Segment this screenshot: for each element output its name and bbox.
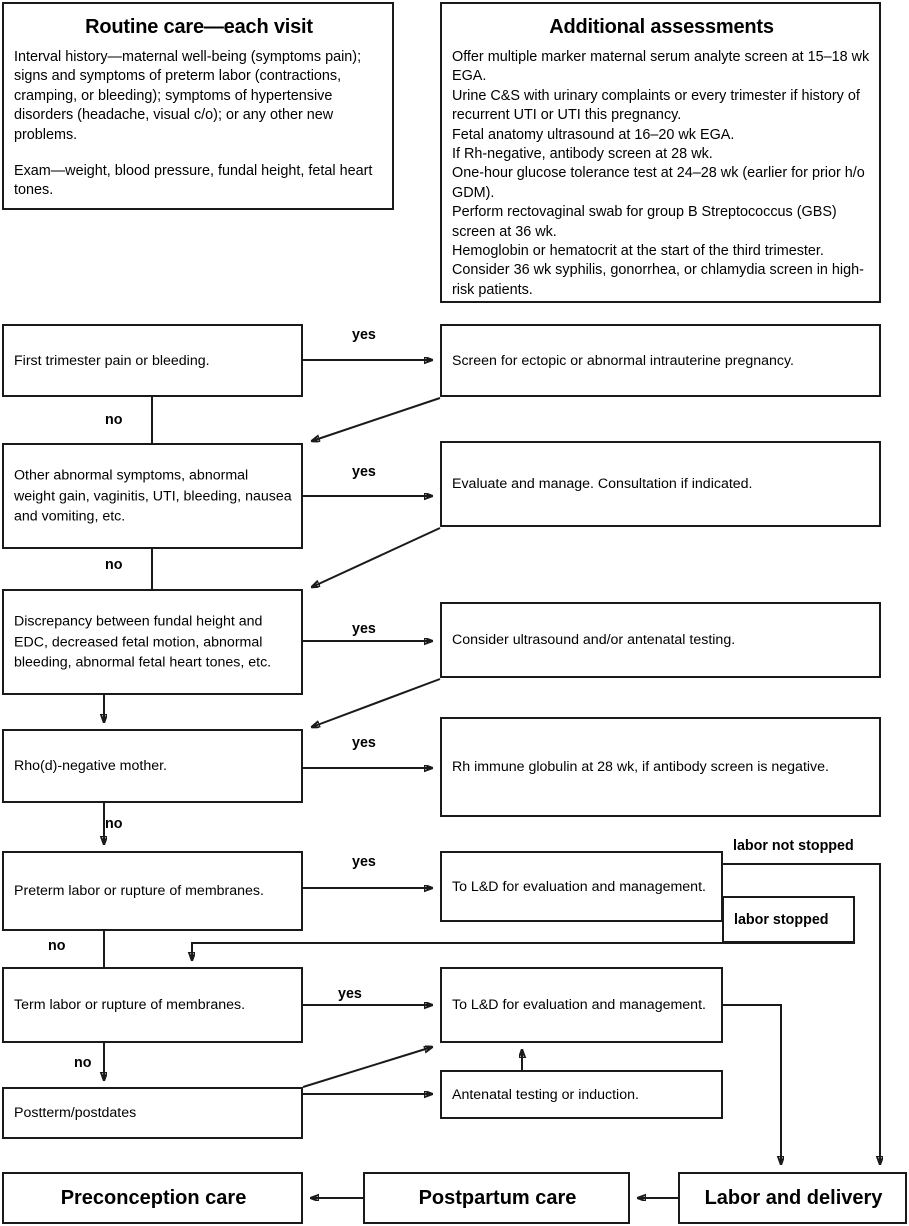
edge-term-ld-to-delivery bbox=[723, 1004, 781, 1164]
edge-label-no-5: no bbox=[48, 938, 66, 954]
action-to-ld-preterm: To L&D for evaluation and management. bbox=[440, 851, 723, 922]
edge-label-yes-1: yes bbox=[352, 327, 376, 343]
decision-first-trimester-label: First trimester pain or bleeding. bbox=[14, 352, 210, 369]
action-labor-stopped-label: labor stopped bbox=[734, 911, 829, 928]
assessment-line: Urine C&S with urinary complaints or eve… bbox=[452, 87, 860, 124]
routine-care-panel: Routine care—each visit Interval history… bbox=[2, 2, 394, 210]
outcome-postpartum-care: Postpartum care bbox=[363, 1172, 630, 1224]
edge-labor-stopped-to-term bbox=[192, 942, 855, 960]
decision-rho-negative: Rho(d)-negative mother. bbox=[2, 729, 303, 803]
outcome-preconception-care-label: Preconception care bbox=[60, 1187, 247, 1209]
decision-preterm-labor-label: Preterm labor or rupture of membranes. bbox=[14, 882, 264, 899]
action-screen-ectopic-label: Screen for ectopic or abnormal intrauter… bbox=[452, 352, 794, 369]
action-antenatal-testing-label: Antenatal testing or induction. bbox=[452, 1086, 639, 1103]
action-to-ld-term-label: To L&D for evaluation and management. bbox=[452, 996, 706, 1013]
routine-care-paragraph-1: Interval history—maternal well-being (sy… bbox=[14, 49, 362, 143]
action-consider-ultrasound: Consider ultrasound and/or antenatal tes… bbox=[440, 602, 881, 678]
decision-postterm: Postterm/postdates bbox=[2, 1087, 303, 1139]
edge-postterm-to-ld bbox=[302, 1047, 432, 1088]
decision-other-abnormal: Other abnormal symptoms, abnormal weight… bbox=[2, 443, 303, 549]
edge-label-no-6: no bbox=[74, 1055, 92, 1071]
routine-care-paragraph-2: Exam—weight, blood pressure, fundal heig… bbox=[14, 163, 373, 199]
additional-assessments-panel: Additional assessments Offer multiple ma… bbox=[440, 2, 881, 303]
edge-ectopic-to-other-abnormal bbox=[312, 397, 441, 441]
action-to-ld-preterm-label: To L&D for evaluation and management. bbox=[452, 878, 706, 895]
assessment-line: One-hour glucose tolerance test at 24–28… bbox=[452, 165, 865, 201]
edge-evaluate-to-discrepancy bbox=[312, 527, 441, 587]
edge-label-yes-6: yes bbox=[338, 986, 362, 1002]
assessment-line: Fetal anatomy ultrasound at 16–20 wk EGA… bbox=[452, 126, 735, 143]
action-antenatal-testing: Antenatal testing or induction. bbox=[440, 1070, 723, 1119]
edge-label-no-1: no bbox=[105, 412, 123, 428]
decision-term-labor-label: Term labor or rupture of membranes. bbox=[14, 996, 246, 1013]
edge-label-yes-5: yes bbox=[352, 854, 376, 870]
outcome-preconception-care: Preconception care bbox=[2, 1172, 303, 1224]
routine-care-title: Routine care—each visit bbox=[85, 16, 313, 38]
outcome-postpartum-care-label: Postpartum care bbox=[418, 1187, 577, 1209]
action-consider-ultrasound-label: Consider ultrasound and/or antenatal tes… bbox=[452, 631, 736, 648]
action-to-ld-term: To L&D for evaluation and management. bbox=[440, 967, 723, 1043]
decision-term-labor: Term labor or rupture of membranes. bbox=[2, 967, 303, 1043]
decision-first-trimester: First trimester pain or bleeding. bbox=[2, 324, 303, 397]
action-rh-globulin: Rh immune globulin at 28 wk, if antibody… bbox=[440, 717, 881, 817]
edge-label-no-2: no bbox=[105, 557, 123, 573]
decision-discrepancy-label: Discrepancy between fundal height and ED… bbox=[14, 613, 272, 671]
assessment-line: Perform rectovaginal swab for group B St… bbox=[452, 204, 837, 240]
edge-label-yes-4: yes bbox=[352, 735, 376, 751]
decision-rho-negative-label: Rho(d)-negative mother. bbox=[14, 757, 167, 774]
additional-assessments-title: Additional assessments bbox=[549, 16, 774, 38]
action-labor-stopped: labor stopped bbox=[722, 896, 855, 943]
action-evaluate-manage-label: Evaluate and manage. Consultation if ind… bbox=[452, 475, 753, 492]
edge-label-labor-not-stopped: labor not stopped bbox=[733, 838, 854, 854]
edge-label-no-4: no bbox=[105, 816, 123, 832]
assessment-line: Consider 36 wk syphilis, gonorrhea, or c… bbox=[452, 262, 864, 298]
outcome-labor-delivery-label: Labor and delivery bbox=[704, 1187, 883, 1209]
assessment-line: Offer multiple marker maternal serum ana… bbox=[452, 49, 870, 85]
action-evaluate-manage: Evaluate and manage. Consultation if ind… bbox=[440, 441, 881, 527]
action-screen-ectopic: Screen for ectopic or abnormal intrauter… bbox=[440, 324, 881, 397]
assessment-line: If Rh-negative, antibody screen at 28 wk… bbox=[452, 146, 713, 163]
decision-discrepancy: Discrepancy between fundal height and ED… bbox=[2, 589, 303, 695]
outcome-labor-delivery: Labor and delivery bbox=[678, 1172, 907, 1224]
assessment-line: Hemoglobin or hematocrit at the start of… bbox=[452, 243, 824, 260]
decision-postterm-label: Postterm/postdates bbox=[14, 1104, 137, 1121]
edge-label-yes-3: yes bbox=[352, 621, 376, 637]
edge-label-yes-2: yes bbox=[352, 464, 376, 480]
action-rh-globulin-label: Rh immune globulin at 28 wk, if antibody… bbox=[452, 758, 829, 775]
decision-preterm-labor: Preterm labor or rupture of membranes. bbox=[2, 851, 303, 931]
decision-other-abnormal-label: Other abnormal symptoms, abnormal weight… bbox=[14, 467, 292, 525]
edge-ultrasound-to-rho bbox=[312, 678, 441, 727]
